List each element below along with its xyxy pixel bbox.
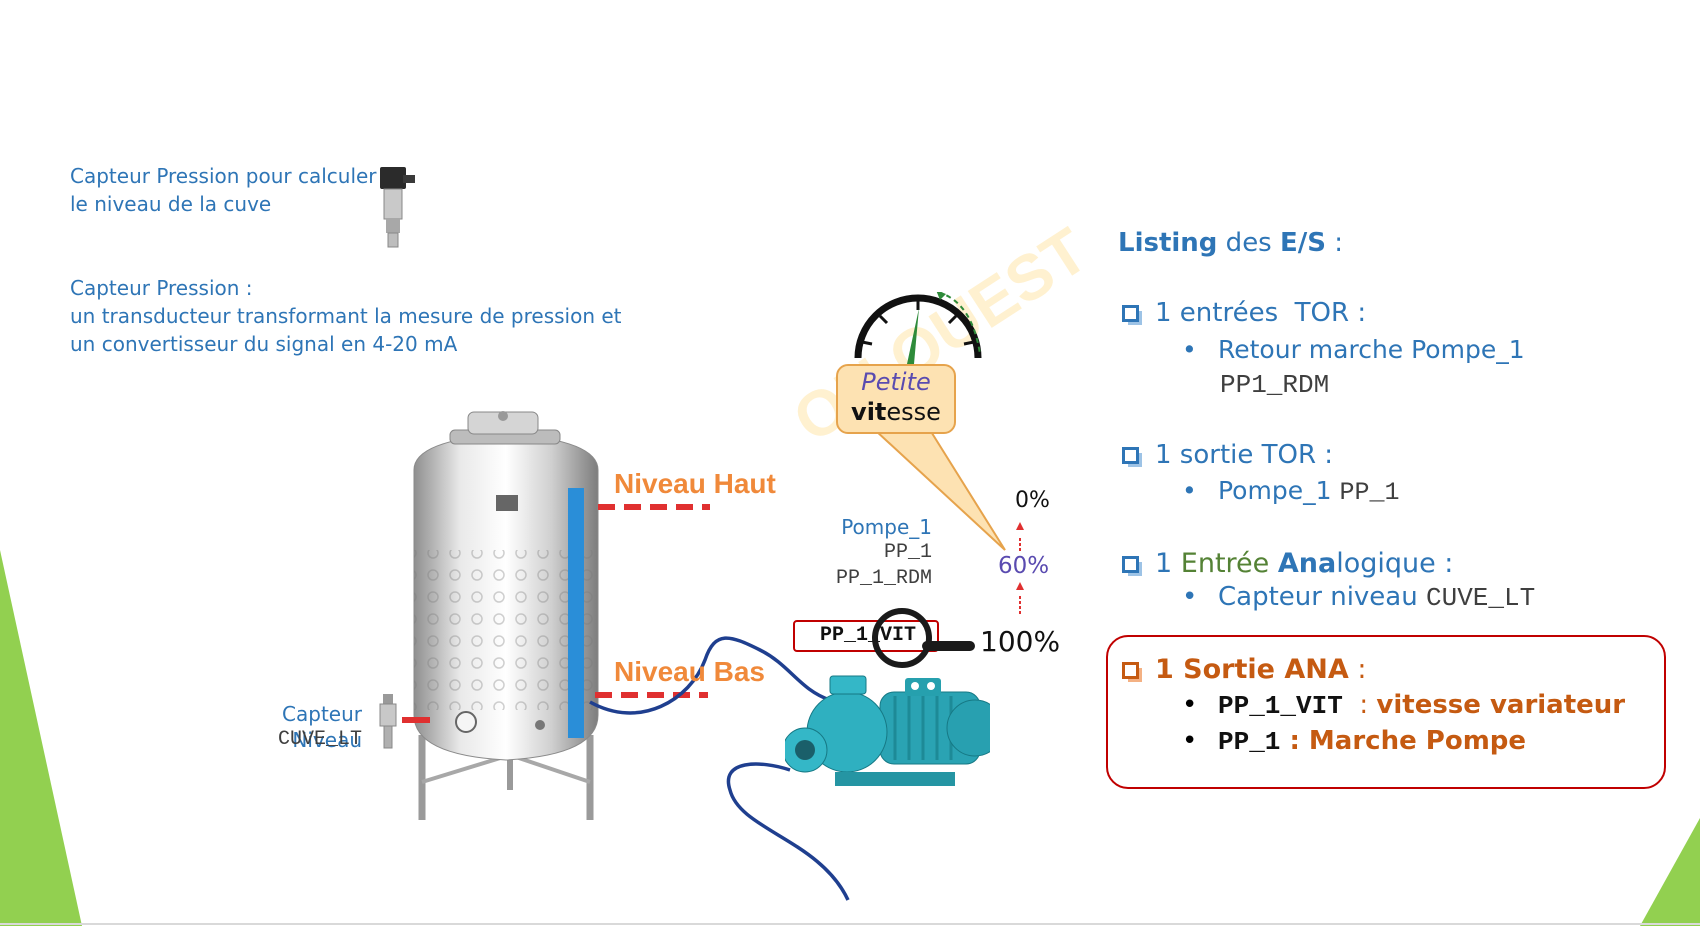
group-ana-out-item2: •PP_1 : Marche Pompe [1182,726,1527,757]
sensor-note-line2: le niveau de la cuve [70,192,272,216]
pump-cable [589,636,850,901]
checkbox-icon [1122,662,1142,682]
green-corner-left [0,550,82,926]
pct-current: 60% [998,553,1050,579]
centrifugal-pump-illustration [785,675,990,786]
high-level-label: Niveau Haut [614,468,776,499]
callout-word1: Petite [861,368,931,396]
checkbox-icon [1122,556,1142,576]
speedometer-icon [854,292,982,364]
stainless-tank-illustration [413,411,599,820]
sensor-note-line1: Capteur Pression pour calculer [70,164,377,188]
pressure-desc-line2: un transducteur transformant la mesure d… [70,304,622,328]
magnifier-icon [872,608,975,668]
level-sensor-tag: CUVE_LT [277,728,362,751]
pct-max: 100% [980,625,1061,658]
pump-feedback-tag: PP_1_RDM [835,567,932,590]
checkbox-icon [1122,447,1142,467]
pressure-desc-line3: un convertisseur du signal en 4-20 mA [70,332,458,356]
pressure-desc-line1: Capteur Pression : [70,276,253,300]
group-ana-in-heading: 1 Entrée Analogique : [1122,548,1453,579]
pump-name: Pompe_1 [841,515,932,539]
pressure-sensor-icon [380,167,415,248]
pct-arrows [1016,522,1024,614]
group-ana-out-item1: •PP_1_VIT : vitesse variateur [1182,690,1626,721]
group-tor-in-heading: 1 entrées TOR : [1122,298,1366,328]
group-tor-out-heading: 1 sortie TOR : [1122,440,1333,470]
callout-word2: vitesse [851,398,941,426]
speed-callout: Petite vitesse [836,364,956,434]
pump-tag: PP_1 [883,541,932,564]
group-tor-in-item: •Retour marche Pompe_1 [1182,335,1525,364]
listing-title: Listing des E/S : [1118,228,1344,258]
sensor-note: Capteur Pression pour calculer le niveau… [70,162,377,218]
group-ana-in-item: •Capteur niveau CUVE_LT [1182,582,1536,613]
green-corner-right [1640,818,1700,926]
level-sensor-icon [379,694,397,749]
pct-min: 0% [1015,488,1050,513]
low-level-label: Niveau Bas [614,656,765,687]
speed-tag-box: PP_1_VIT [793,620,939,652]
pump-labels: Pompe_1 PP_1 PP_1_RDM [720,514,932,592]
checkbox-icon [1122,305,1142,325]
group-tor-out-item: •Pompe_1 PP_1 [1182,476,1400,507]
group-tor-in-tag: PP1_RDM [1220,370,1330,400]
level-sensor-label: Capteur Niveau [282,702,362,752]
group-ana-out-heading: 1 Sortie ANA : [1122,654,1366,685]
ana-out-frame [1106,635,1666,789]
speed-tag: PP_1_VIT [820,624,917,647]
pressure-description: Capteur Pression : un transducteur trans… [70,274,622,358]
